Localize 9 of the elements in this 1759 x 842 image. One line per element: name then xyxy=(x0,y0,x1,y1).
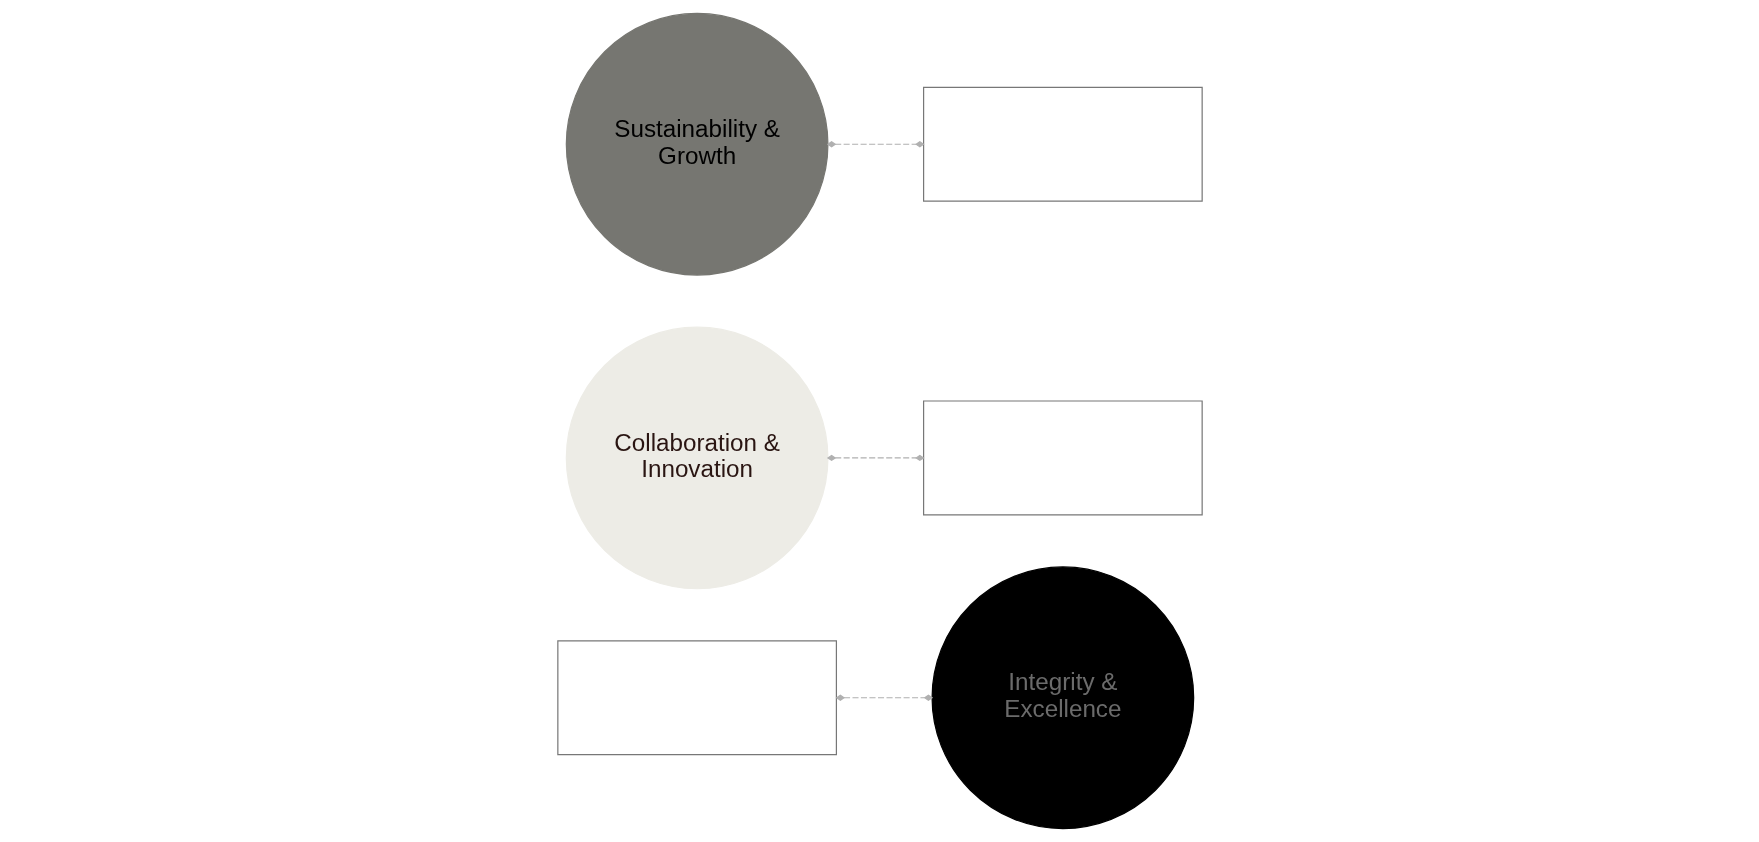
node-circle: Integrity & Excellence xyxy=(930,566,1194,830)
node-circle: Sustainability & Growth xyxy=(565,12,829,276)
node-box xyxy=(922,86,1203,202)
node-circle: Collaboration & Innovation xyxy=(565,326,829,590)
connector xyxy=(835,694,933,701)
connector xyxy=(826,454,925,462)
node-box xyxy=(556,640,837,756)
node-box xyxy=(922,400,1203,516)
connector xyxy=(826,141,925,148)
